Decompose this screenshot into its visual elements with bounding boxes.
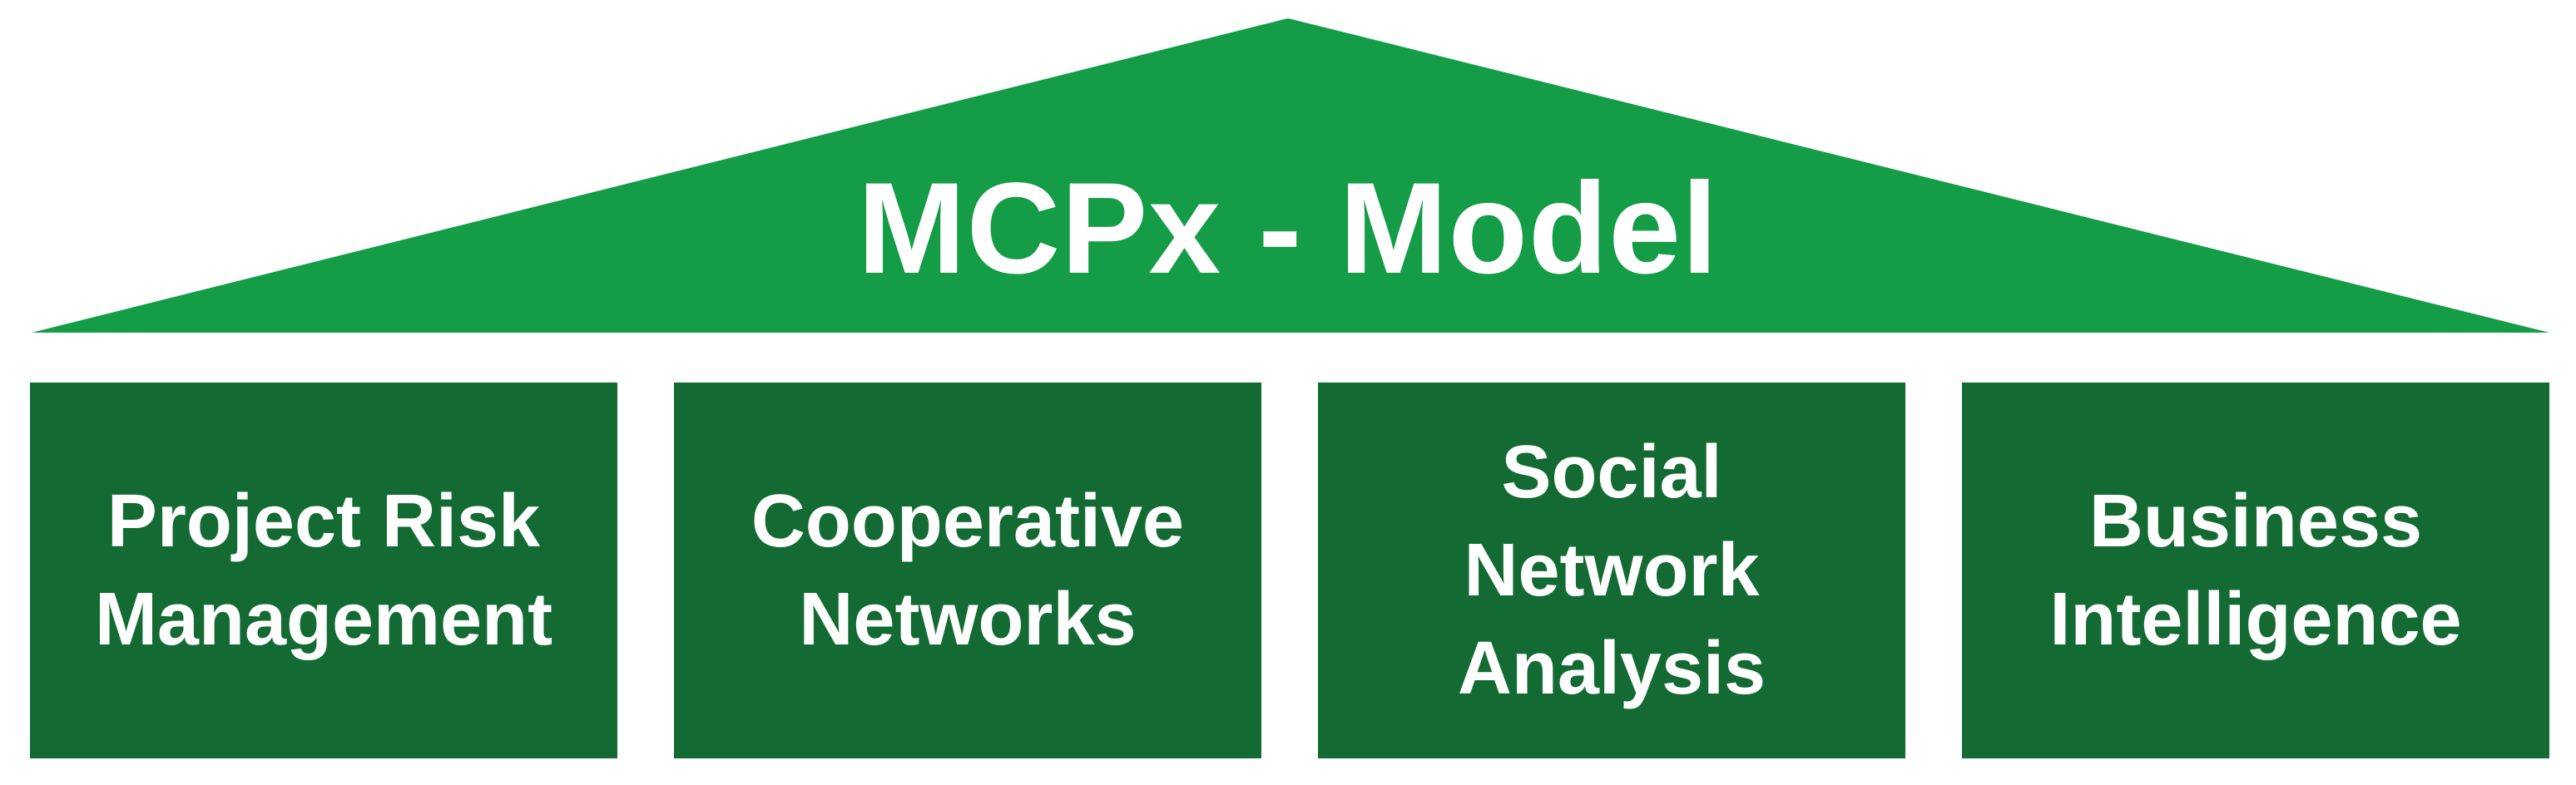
roof-shape: [32, 18, 2549, 333]
pillar-label: Business Intelligence: [2049, 480, 2462, 661]
pillar-social-network-analysis: Social Network Analysis: [1318, 383, 1905, 758]
pillar-cooperative-networks: Cooperative Networks: [674, 383, 1261, 758]
pillar-label: Project Risk Management: [94, 480, 553, 661]
roof-title: MCPx - Model: [857, 156, 1719, 301]
pillar-label: Social Network Analysis: [1457, 431, 1766, 710]
pillar-label: Cooperative Networks: [751, 480, 1185, 661]
pillar-business-intelligence: Business Intelligence: [1962, 383, 2549, 758]
roof-triangle: [32, 18, 2549, 333]
pillar-project-risk-management: Project Risk Management: [30, 383, 617, 758]
